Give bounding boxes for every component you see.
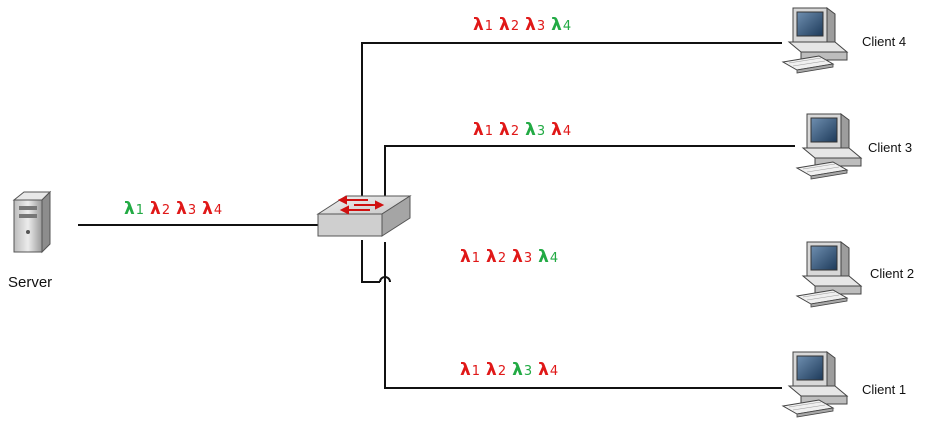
lambda-subscript-2: 2: [511, 124, 519, 139]
lambda-subscript-4: 4: [214, 203, 222, 218]
lambda-symbol-1: λ: [473, 120, 484, 140]
lambda-symbol-3: λ: [525, 15, 536, 35]
lambda-symbol-4: λ: [551, 120, 562, 140]
lambda-symbol-2: λ: [499, 120, 510, 140]
lambda-symbol-1: λ: [460, 360, 471, 380]
lambda-subscript-4: 4: [563, 19, 571, 34]
link-client3: [384, 145, 795, 232]
lambda-subscript-1: 1: [485, 124, 493, 139]
lambda-symbol-4: λ: [551, 15, 562, 35]
server-label: Server: [8, 274, 52, 291]
lambda-symbol-4: λ: [538, 360, 549, 380]
client1-computer-icon: [782, 351, 848, 418]
lambda-subscript-1: 1: [485, 19, 493, 34]
client4-label: Client 4: [862, 34, 906, 49]
lambda-symbol-2: λ: [486, 360, 497, 380]
link-client4: [361, 42, 782, 214]
lambda-subscript-3: 3: [188, 203, 196, 218]
lambda-symbol-1: λ: [124, 199, 135, 219]
lambda-subscript-3: 3: [524, 364, 532, 379]
server-tower-icon: [12, 190, 52, 254]
link-client2: [361, 240, 380, 283]
lambda-subscript-4: 4: [550, 251, 558, 266]
lambda-subscript-1: 1: [472, 364, 480, 379]
lambda-symbol-4: λ: [538, 247, 549, 267]
lambda-symbol-2: λ: [499, 15, 510, 35]
lambda-symbol-1: λ: [460, 247, 471, 267]
network-switch-icon: [316, 195, 412, 237]
link-client1: [384, 242, 782, 389]
lambda-subscript-3: 3: [537, 124, 545, 139]
client1-label: Client 1: [862, 382, 906, 397]
lambda-subscript-3: 3: [524, 251, 532, 266]
client2-computer-icon: [796, 241, 862, 308]
lambda-subscript-3: 3: [537, 19, 545, 34]
lambda-symbol-3: λ: [525, 120, 536, 140]
lambda-subscript-4: 4: [550, 364, 558, 379]
lambda-subscript-2: 2: [162, 203, 170, 218]
lambda-symbol-1: λ: [473, 15, 484, 35]
lambda-symbol-3: λ: [512, 360, 523, 380]
lambda-symbol-3: λ: [176, 199, 187, 219]
client2-label: Client 2: [870, 266, 914, 281]
lambda-symbol-3: λ: [512, 247, 523, 267]
client3-label: Client 3: [868, 140, 912, 155]
client3-computer-icon: [796, 113, 862, 180]
lambda-subscript-2: 2: [498, 364, 506, 379]
lambda-subscript-1: 1: [472, 251, 480, 266]
lambda-subscript-2: 2: [498, 251, 506, 266]
lambda-subscript-1: 1: [136, 203, 144, 218]
client4-computer-icon: [782, 7, 848, 74]
lambda-symbol-4: λ: [202, 199, 213, 219]
lambda-subscript-2: 2: [511, 19, 519, 34]
lambda-subscript-4: 4: [563, 124, 571, 139]
lambda-symbol-2: λ: [150, 199, 161, 219]
lambda-symbol-2: λ: [486, 247, 497, 267]
